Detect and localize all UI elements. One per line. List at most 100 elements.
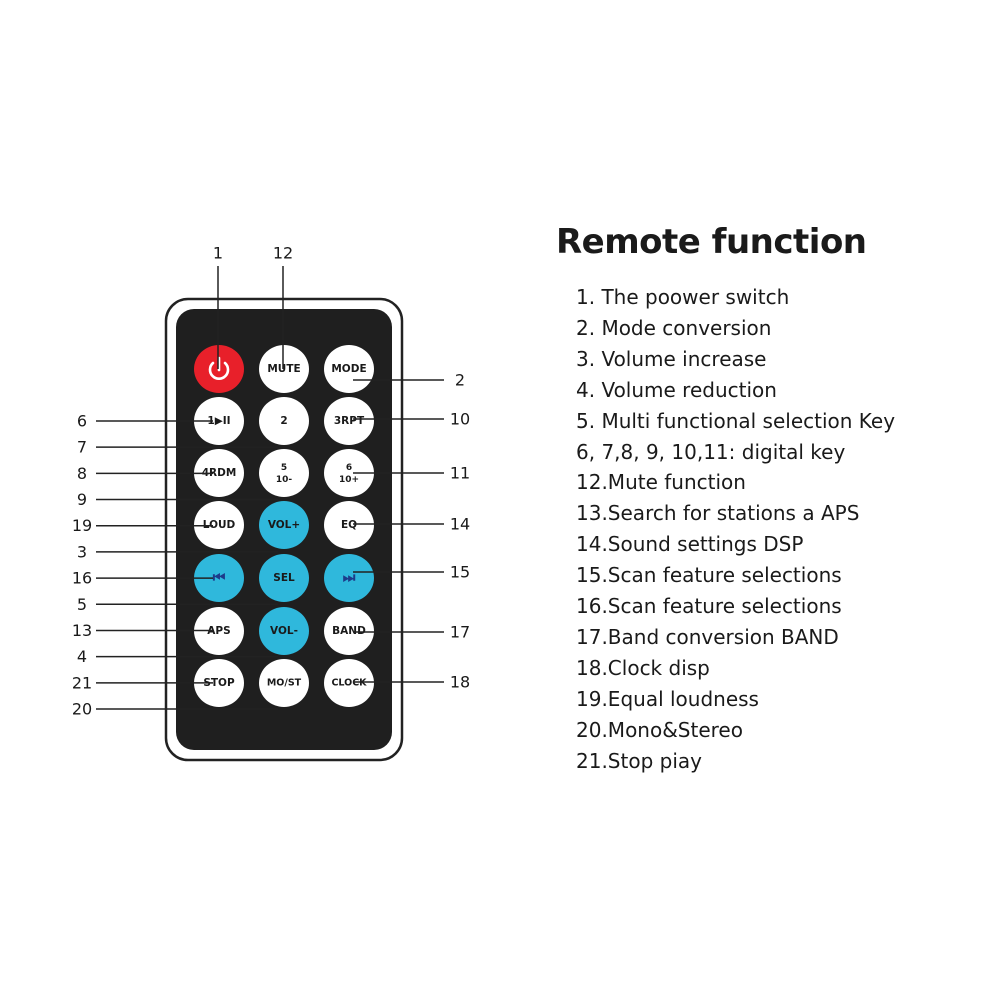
remote-button-prev[interactable]: ⏮ [194, 554, 244, 602]
button-face[interactable] [324, 397, 374, 445]
callout-number: 18 [450, 673, 470, 692]
button-face[interactable] [259, 449, 309, 497]
button-face[interactable] [324, 345, 374, 393]
function-item: 2. Mode conversion [576, 315, 772, 340]
button-face[interactable] [324, 607, 374, 655]
button-label: 10+ [339, 475, 359, 485]
callout-number: 8 [77, 464, 87, 483]
callout-number: 20 [72, 700, 92, 719]
function-item: 20.Mono&Stereo [576, 717, 743, 742]
remote-button-vol-up[interactable]: VOL+ [259, 501, 309, 549]
button-face[interactable] [194, 397, 244, 445]
remote-button-eq[interactable]: EQ [324, 501, 374, 549]
button-label: 10- [276, 475, 293, 485]
remote-button-4rdm[interactable]: 4RDM [194, 449, 244, 497]
function-item: 18.Clock disp [576, 655, 710, 680]
button-label: ⏭ [343, 570, 356, 586]
button-label: LOUD [203, 519, 236, 531]
button-label: MODE [331, 363, 366, 375]
power-icon [208, 356, 230, 380]
remote-button-5[interactable]: 510- [259, 449, 309, 497]
callout-number: 13 [72, 621, 92, 640]
callout-number: 1 [213, 244, 223, 263]
button-label: CLOCK [331, 678, 367, 689]
function-item: 16.Scan feature selections [576, 594, 842, 619]
callout-number: 21 [72, 673, 92, 692]
button-label: 1▶II [207, 415, 230, 427]
button-face[interactable] [324, 501, 374, 549]
page-title: Remote function [556, 222, 867, 262]
callout-number: 12 [273, 244, 293, 263]
callout-number: 7 [77, 438, 87, 457]
function-item: 4. Volume reduction [576, 377, 777, 402]
remote-button-2[interactable]: 2 [259, 397, 309, 445]
remote-button-loud[interactable]: LOUD [194, 501, 244, 549]
button-face[interactable] [194, 449, 244, 497]
button-label: VOL+ [268, 519, 300, 531]
button-label: 3RPT [334, 415, 365, 427]
callout-number: 19 [72, 516, 92, 535]
button-face[interactable] [194, 554, 244, 602]
remote-button-sel[interactable]: SEL [259, 554, 309, 602]
function-item: 17.Band conversion BAND [576, 624, 839, 649]
button-face[interactable] [259, 501, 309, 549]
power-icon-arc [208, 361, 230, 380]
button-face[interactable] [324, 449, 374, 497]
function-item: 1. The poower switch [576, 285, 790, 309]
button-label: 4RDM [202, 467, 237, 479]
function-item: 6, 7,8, 9, 10,11: digital key [576, 439, 846, 464]
button-face[interactable] [194, 659, 244, 707]
function-panel: Remote function 1. The poower switch 2. M… [556, 222, 986, 777]
callout-number: 5 [77, 595, 87, 614]
remote-button-mode[interactable]: MODE [324, 345, 374, 393]
remote-button-next[interactable]: ⏭ [324, 554, 374, 602]
remote-button-clock[interactable]: CLOCK [324, 659, 374, 707]
button-label: BAND [332, 625, 366, 637]
function-item: 13.Search for stations a APS [576, 501, 860, 526]
callout-number: 4 [77, 647, 87, 666]
button-label: SEL [273, 572, 295, 584]
function-item: 21.Stop piay [576, 748, 702, 773]
remote-button-6[interactable]: 610+ [324, 449, 374, 497]
remote-button-mo-st[interactable]: MO/ST [259, 659, 309, 707]
callout-number: 16 [72, 569, 92, 588]
button-label: 6 [346, 463, 352, 473]
button-label: 5 [281, 463, 287, 473]
callout-number: 3 [77, 542, 87, 561]
function-item: 19.Equal loudness [576, 686, 759, 711]
button-label: 2 [280, 415, 287, 427]
remote-button-power[interactable] [194, 345, 244, 393]
remote-button-aps[interactable]: APS [194, 607, 244, 655]
button-label: VOL- [270, 625, 298, 637]
button-face[interactable] [194, 501, 244, 549]
button-label: APS [207, 625, 230, 637]
button-face[interactable] [259, 397, 309, 445]
callout-number: 6 [77, 412, 87, 431]
function-item: 3. Volume increase [576, 346, 767, 371]
remote-button-3rpt[interactable]: 3RPT [324, 397, 374, 445]
button-face[interactable] [324, 554, 374, 602]
callout-number: 11 [450, 464, 470, 483]
function-item: 5. Multi functional selection Key [576, 408, 896, 433]
remote-button-1[interactable]: 1▶II [194, 397, 244, 445]
function-item: 12.Mute function [576, 470, 746, 495]
button-face[interactable] [324, 659, 374, 707]
remote-button-vol-down[interactable]: VOL- [259, 607, 309, 655]
remote-button-stop[interactable]: STOP [194, 659, 244, 707]
button-label: MUTE [267, 363, 300, 375]
button-face[interactable] [259, 345, 309, 393]
button-label: EQ [341, 519, 357, 531]
button-face[interactable] [194, 607, 244, 655]
button-label: STOP [203, 677, 235, 689]
button-face[interactable] [259, 607, 309, 655]
button-label: MO/ST [267, 678, 302, 689]
callout-number: 9 [77, 490, 87, 509]
button-label: ⏮ [213, 570, 226, 586]
remote-button-band[interactable]: BAND [324, 607, 374, 655]
button-face[interactable] [259, 659, 309, 707]
callout-number: 14 [450, 515, 470, 534]
button-face[interactable] [259, 554, 309, 602]
remote-button-mute[interactable]: MUTE [259, 345, 309, 393]
function-item: 15.Scan feature selections [576, 563, 842, 588]
